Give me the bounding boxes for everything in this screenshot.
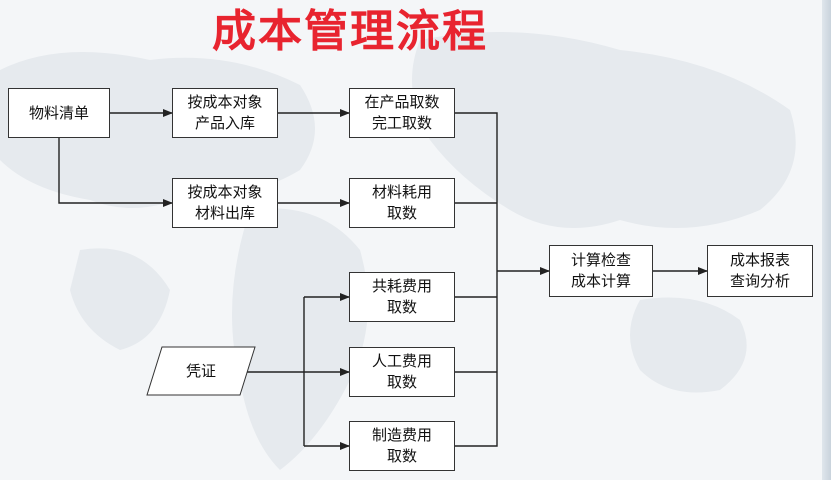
- node-material-consumption[interactable]: 材料耗用 取数: [349, 178, 455, 228]
- edge-wip-out: [455, 112, 498, 447]
- window-edge: [822, 0, 831, 480]
- node-manufacturing-cost[interactable]: 制造费用 取数: [349, 421, 455, 471]
- node-label: 按成本对象 产品入库: [187, 93, 263, 132]
- node-label: 凭证: [185, 361, 216, 380]
- node-shared-expense[interactable]: 共耗费用 取数: [349, 272, 455, 322]
- node-labor-cost[interactable]: 人工费用 取数: [349, 347, 455, 397]
- parallelogram-shape: [146, 346, 256, 396]
- node-cost-report[interactable]: 成本报表 查询分析: [707, 245, 813, 297]
- node-wip-data[interactable]: 在产品取数 完工取数: [349, 88, 455, 138]
- node-label: 物料清单: [28, 103, 89, 122]
- node-label: 材料耗用 取数: [371, 183, 432, 222]
- node-label: 共耗费用 取数: [371, 277, 432, 316]
- node-label: 人工费用 取数: [371, 352, 432, 391]
- node-calc-check[interactable]: 计算检查 成本计算: [549, 245, 653, 297]
- node-voucher[interactable]: 凭证: [146, 346, 256, 396]
- node-label: 成本报表 查询分析: [729, 251, 790, 290]
- node-label: 在产品取数 完工取数: [364, 93, 440, 132]
- node-label: 按成本对象 材料出库: [187, 183, 263, 222]
- node-label: 计算检查 成本计算: [570, 251, 631, 290]
- edge-list-to-mat-out: [58, 138, 173, 207]
- node-cost-object-material-out[interactable]: 按成本对象 材料出库: [172, 178, 278, 228]
- page-title: 成本管理流程: [212, 6, 488, 57]
- node-material-list[interactable]: 物料清单: [8, 88, 110, 138]
- node-cost-object-inbound[interactable]: 按成本对象 产品入库: [172, 88, 278, 138]
- node-label: 制造费用 取数: [371, 426, 432, 465]
